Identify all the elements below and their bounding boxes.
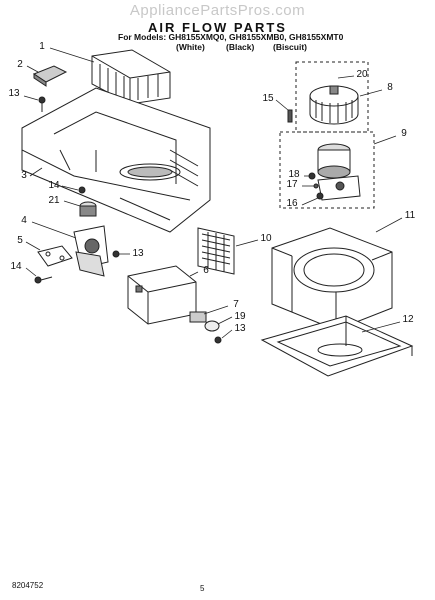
variant-white: (White) xyxy=(176,42,205,52)
watermark: AppliancePartsPros.com xyxy=(129,2,306,19)
callout-13-b: 13 xyxy=(132,248,144,259)
screw-13-a xyxy=(38,96,46,112)
callout-2: 2 xyxy=(17,59,23,70)
callout-17: 17 xyxy=(286,179,298,190)
part-21-capacitor xyxy=(79,201,97,217)
part-8-blower-wheel xyxy=(309,85,359,125)
variant-biscuit: (Biscuit) xyxy=(273,42,307,52)
callout-8: 8 xyxy=(387,82,393,93)
screw-13-c xyxy=(214,336,222,344)
part-1-vent-box xyxy=(91,49,171,105)
part-17-washer xyxy=(313,183,319,189)
callout-20: 20 xyxy=(356,69,368,80)
part-19-bulb xyxy=(204,320,220,332)
callout-10: 10 xyxy=(260,233,272,244)
part-12-mounting-plate xyxy=(260,315,414,377)
part-10-filter xyxy=(197,227,235,275)
callout-13-c: 13 xyxy=(234,323,246,334)
footer-part-number: 8204752 xyxy=(12,581,44,590)
part-3-base-tray xyxy=(21,87,211,233)
callout-12: 12 xyxy=(402,314,414,325)
callout-13-a: 13 xyxy=(8,88,20,99)
part-11-blower-housing xyxy=(271,227,393,331)
callout-7: 7 xyxy=(233,299,239,310)
screw-14-b xyxy=(34,276,53,284)
callout-18: 18 xyxy=(288,169,300,180)
part-4-bracket xyxy=(73,225,109,277)
callout-4: 4 xyxy=(21,215,27,226)
variant-black: (Black) xyxy=(226,42,255,52)
callout-6: 6 xyxy=(203,265,209,276)
callout-14-b: 14 xyxy=(10,261,22,272)
screw-14-a xyxy=(78,186,86,194)
group-box-8 xyxy=(295,61,369,133)
callout-9: 9 xyxy=(401,128,407,139)
group-box-9 xyxy=(279,131,375,209)
part-5-plate xyxy=(37,245,73,267)
callout-21: 21 xyxy=(48,195,60,206)
part-7-socket xyxy=(189,311,207,323)
model-list: For Models: GH8155XMQ0, GH8155XMB0, GH81… xyxy=(118,32,344,42)
footer-page-number: 5 xyxy=(200,584,205,593)
part-2-damper xyxy=(32,65,68,87)
diagram-title: AIR FLOW PARTS xyxy=(148,20,287,35)
screw-15 xyxy=(287,109,293,123)
callout-5: 5 xyxy=(17,235,23,246)
callout-19: 19 xyxy=(234,311,246,322)
callout-15: 15 xyxy=(262,93,274,104)
callout-3: 3 xyxy=(21,170,27,181)
callout-11: 11 xyxy=(404,210,416,221)
callout-16: 16 xyxy=(286,198,298,209)
callout-14-a: 14 xyxy=(48,180,60,191)
part-16-nut xyxy=(316,192,324,200)
part-9-motor xyxy=(317,143,361,201)
callout-1: 1 xyxy=(39,41,45,52)
part-6-lamp-housing xyxy=(127,265,197,325)
